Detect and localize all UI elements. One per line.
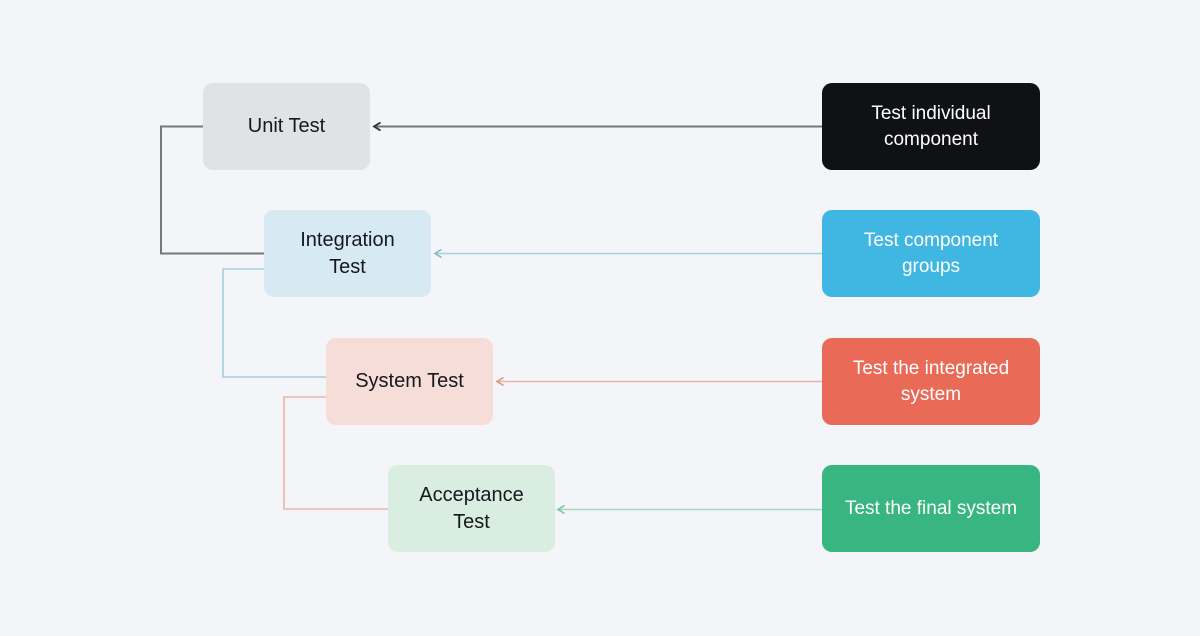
connector-acceptance-to-system [283,396,388,510]
description-unit-test-label: Test individual component [871,102,991,150]
node-acceptance-test-label: Acceptance Test [419,483,524,533]
description-unit-test: Test individual component [822,83,1040,170]
node-system-test: System Test [326,338,493,425]
description-acceptance-test: Test the final system [822,465,1040,552]
node-integration-test-label: Integration Test [300,228,395,278]
description-integration-test-label: Test component groups [863,229,999,277]
node-unit-test-label: Unit Test [247,115,326,137]
connector-system-to-integration [222,268,326,378]
node-acceptance-test: Acceptance Test [388,465,555,552]
node-system-test-label: System Test [355,370,464,392]
description-acceptance-test-label: Test the final system [844,497,1018,519]
connector-integration-to-unit [160,125,264,255]
description-system-test: Test the integrated system [822,338,1040,425]
node-unit-test: Unit Test [203,83,370,170]
description-integration-test: Test component groups [822,210,1040,297]
description-system-test-label: Test the integrated system [852,357,1010,405]
node-integration-test: Integration Test [264,210,431,297]
